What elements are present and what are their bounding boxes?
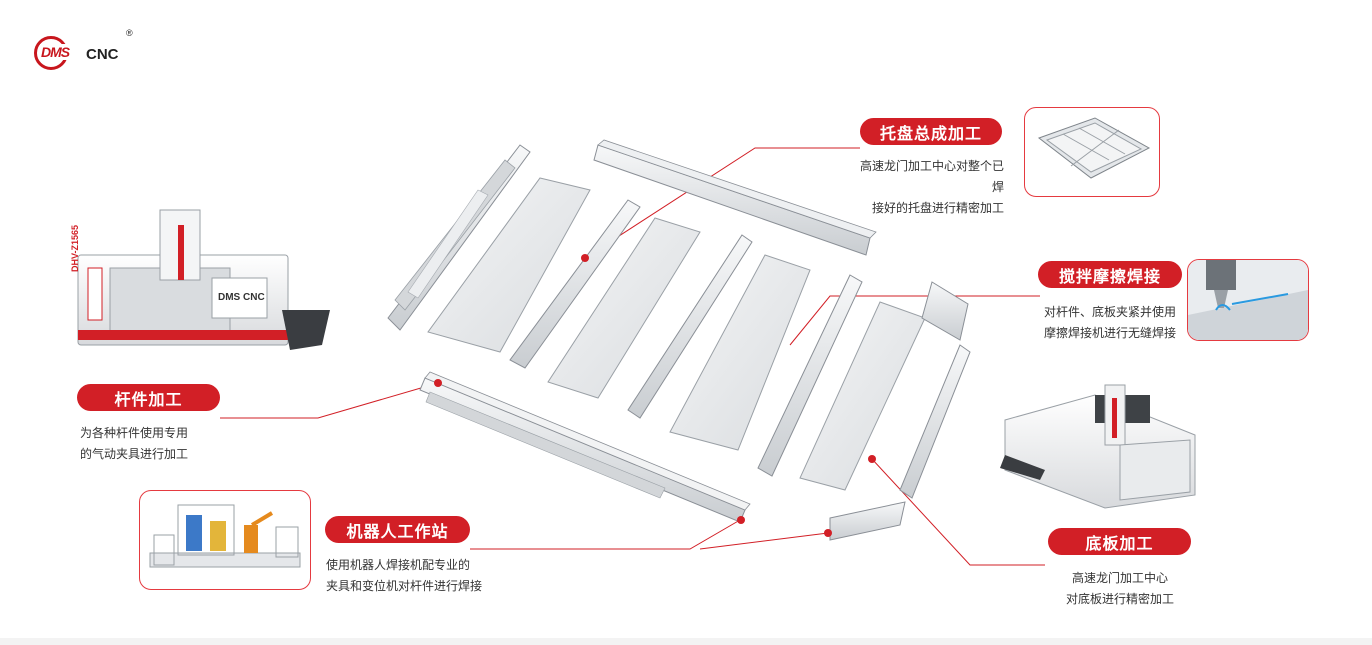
callout-lines xyxy=(220,147,1045,566)
desc-rod-line2: 的气动夹具进行加工 xyxy=(80,447,189,461)
desc-rod-line1: 为各种杆件使用专用 xyxy=(80,426,189,440)
photo-robot-workstation xyxy=(139,490,311,590)
tag-rod: 杆件加工 xyxy=(77,384,220,411)
brand-logo: DMS CNC ® xyxy=(30,28,140,72)
line-robot xyxy=(470,519,741,550)
desc-tray-line1: 高速龙门加工中心对整个已焊 xyxy=(859,159,1004,194)
logo-mark: DMS xyxy=(40,44,70,60)
tag-base: 底板加工 xyxy=(1048,528,1191,555)
line-base xyxy=(871,458,1045,566)
bottom-band xyxy=(0,638,1372,645)
fsw-thumbnail xyxy=(1188,260,1308,340)
desc-base: 高速龙门加工中心 对底板进行精密加工 xyxy=(1050,568,1190,610)
desc-robot-line1: 使用机器人焊接机配专业的 xyxy=(326,558,471,572)
vertical-machining-center xyxy=(77,209,330,350)
cross-members xyxy=(509,199,971,499)
floor-plates xyxy=(427,177,926,491)
gantry-machining-center xyxy=(1000,384,1196,509)
plate-4 xyxy=(799,301,926,491)
desc-fsw: 对杆件、底板夹紧并使用 摩擦焊接机进行无缝焊接 xyxy=(1026,302,1176,344)
tag-tray: 托盘总成加工 xyxy=(860,118,1002,145)
logo-text: CNC xyxy=(86,46,119,63)
photo-tray-assembly xyxy=(1024,107,1160,197)
robot-thumbnail xyxy=(149,504,301,568)
line-rod xyxy=(220,382,439,419)
beam-top xyxy=(593,139,877,256)
plate-2 xyxy=(547,217,701,399)
red-markers xyxy=(434,254,876,537)
desc-base-line2: 对底板进行精密加工 xyxy=(1065,592,1174,606)
tray-thumbnail xyxy=(1037,117,1151,179)
line-fsw xyxy=(789,295,1040,346)
machine-model-label: DHV-Z1565 xyxy=(70,224,80,272)
photo-friction-stir-welding xyxy=(1187,259,1309,341)
registered-mark: ® xyxy=(126,28,133,38)
tag-fsw: 搅拌摩擦焊接 xyxy=(1038,261,1182,288)
plate-3 xyxy=(669,254,811,451)
tag-robot: 机器人工作站 xyxy=(325,516,470,543)
desc-fsw-line1: 对杆件、底板夹紧并使用 xyxy=(1043,305,1176,319)
desc-base-line1: 高速龙门加工中心 xyxy=(1071,571,1168,585)
desc-robot-line2: 夹具和变位机对杆件进行焊接 xyxy=(326,579,483,593)
desc-fsw-line2: 摩擦焊接机进行无缝焊接 xyxy=(1043,326,1176,340)
desc-rod: 为各种杆件使用专用 的气动夹具进行加工 xyxy=(80,423,230,465)
desc-robot: 使用机器人焊接机配专业的 夹具和变位机对杆件进行焊接 xyxy=(326,555,506,597)
machine-brand-label: DMS CNC xyxy=(218,292,265,303)
desc-tray-line2: 接好的托盘进行精密加工 xyxy=(871,201,1004,215)
desc-tray: 高速龙门加工中心对整个已焊 接好的托盘进行精密加工 xyxy=(850,156,1004,219)
line-robot2 xyxy=(699,532,829,550)
line-tray xyxy=(584,147,860,259)
side-rail-left xyxy=(387,144,531,331)
plate-1 xyxy=(427,177,591,353)
beam-bottom xyxy=(419,371,751,523)
